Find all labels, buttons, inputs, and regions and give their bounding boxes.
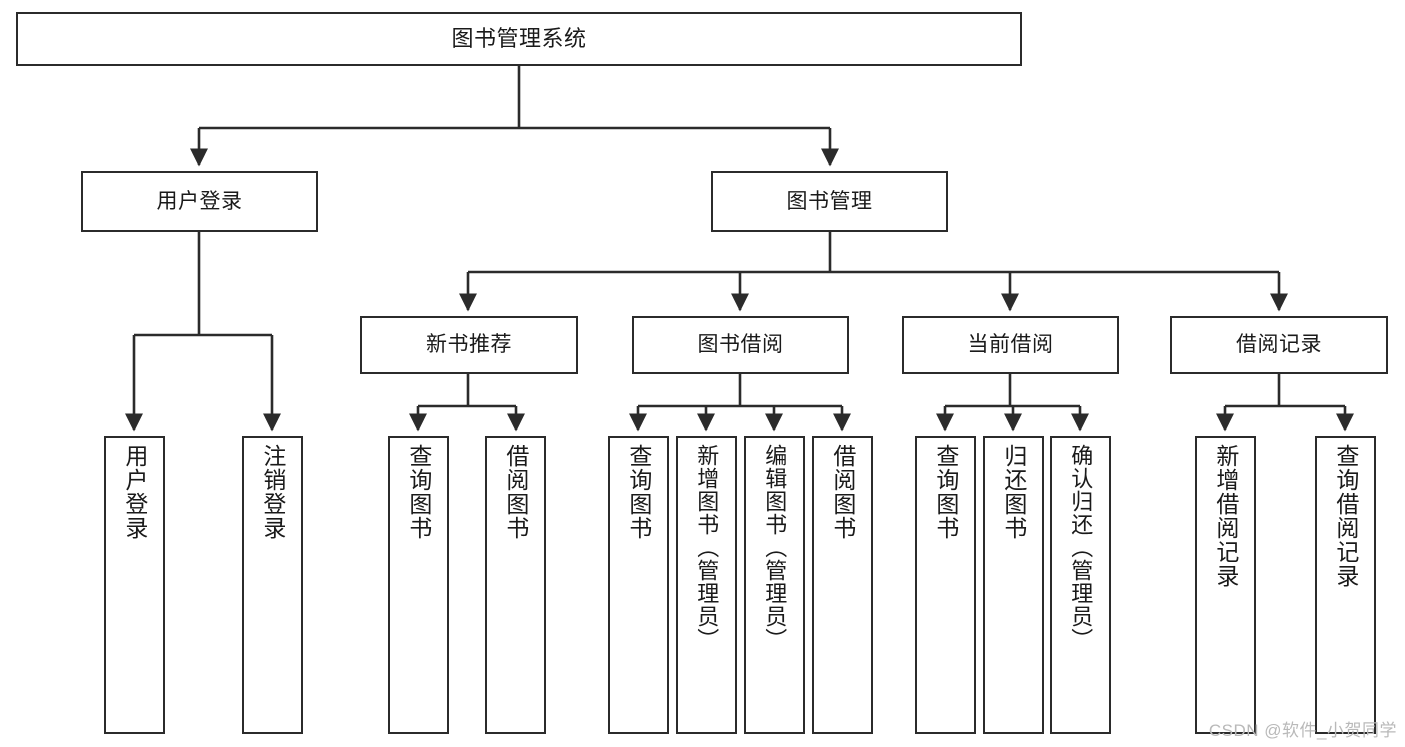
leaf-query-book-borrow[interactable]: 查询图书 bbox=[608, 436, 669, 734]
leaf-user-login[interactable]: 用户登录 bbox=[104, 436, 165, 734]
node-new-book-rec-label: 新书推荐 bbox=[426, 333, 512, 357]
node-borrow-record-label: 借阅记录 bbox=[1236, 333, 1322, 357]
leaf-confirm-return[interactable]: 确认归还（管理员） bbox=[1050, 436, 1111, 734]
leaf-edit-book[interactable]: 编辑图书（管理员） bbox=[744, 436, 805, 734]
leaf-borrow-book[interactable]: 借阅图书 bbox=[812, 436, 873, 734]
leaf-query-record-label: 查询借阅记录 bbox=[1332, 444, 1359, 588]
leaf-query-book-rec-label: 查询图书 bbox=[405, 444, 432, 540]
watermark: CSDN @软件_小贺同学 bbox=[1208, 721, 1397, 740]
leaf-query-book-borrow-label: 查询图书 bbox=[625, 444, 652, 540]
leaf-query-book-rec[interactable]: 查询图书 bbox=[388, 436, 449, 734]
node-root[interactable]: 图书管理系统 bbox=[16, 12, 1022, 66]
leaf-confirm-return-label: 确认归还（管理员） bbox=[1068, 444, 1094, 651]
leaf-add-record-label: 新增借阅记录 bbox=[1212, 444, 1239, 588]
node-book-borrow[interactable]: 图书借阅 bbox=[632, 316, 849, 374]
node-root-label: 图书管理系统 bbox=[451, 25, 587, 51]
node-user-login[interactable]: 用户登录 bbox=[81, 171, 318, 232]
leaf-add-book[interactable]: 新增图书（管理员） bbox=[676, 436, 737, 734]
leaf-borrow-book-label: 借阅图书 bbox=[829, 444, 856, 540]
leaf-logout[interactable]: 注销登录 bbox=[242, 436, 303, 734]
leaf-add-record[interactable]: 新增借阅记录 bbox=[1195, 436, 1256, 734]
leaf-borrow-book-rec-label: 借阅图书 bbox=[502, 444, 529, 540]
leaf-query-book-cur[interactable]: 查询图书 bbox=[915, 436, 976, 734]
node-book-borrow-label: 图书借阅 bbox=[697, 333, 784, 357]
node-current-borrow[interactable]: 当前借阅 bbox=[902, 316, 1119, 374]
node-book-manage[interactable]: 图书管理 bbox=[711, 171, 948, 232]
leaf-query-record[interactable]: 查询借阅记录 bbox=[1315, 436, 1376, 734]
leaf-query-book-cur-label: 查询图书 bbox=[932, 444, 959, 540]
leaf-return-book[interactable]: 归还图书 bbox=[983, 436, 1044, 734]
node-user-login-label: 用户登录 bbox=[156, 189, 243, 213]
leaf-user-login-label: 用户登录 bbox=[121, 444, 148, 540]
node-book-manage-label: 图书管理 bbox=[786, 189, 873, 213]
leaf-return-book-label: 归还图书 bbox=[1000, 444, 1027, 540]
leaf-borrow-book-rec[interactable]: 借阅图书 bbox=[485, 436, 546, 734]
node-borrow-record[interactable]: 借阅记录 bbox=[1170, 316, 1388, 374]
leaf-logout-label: 注销登录 bbox=[259, 444, 286, 540]
node-new-book-rec[interactable]: 新书推荐 bbox=[360, 316, 578, 374]
leaf-edit-book-label: 编辑图书（管理员） bbox=[762, 444, 788, 651]
leaf-add-book-label: 新增图书（管理员） bbox=[694, 444, 720, 651]
node-current-borrow-label: 当前借阅 bbox=[967, 333, 1054, 357]
